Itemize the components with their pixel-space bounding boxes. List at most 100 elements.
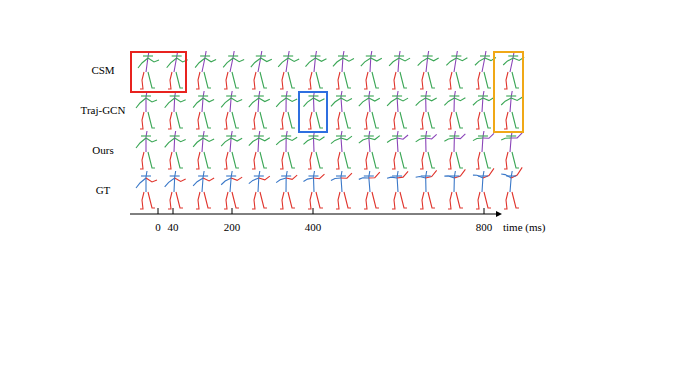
skeleton-bone [484,192,491,208]
skeleton-bone [202,131,204,152]
skeleton-bone [261,58,272,62]
skeleton-bone [503,58,513,65]
skeleton-bone [310,55,320,56]
skeleton-bone [202,91,204,112]
pose-skeleton [444,169,465,209]
skeleton-bone [426,131,427,152]
skeleton-bone [313,171,314,192]
pose-skeleton [359,131,380,169]
skeleton-bone [359,178,369,180]
skeleton-bone [176,112,183,128]
skeleton-bone [303,178,313,182]
skeleton-bone [286,51,289,72]
pose-skeleton [444,131,465,169]
skeleton-bone [449,175,459,176]
skeleton-bone [175,138,186,142]
skeleton-bone [198,175,208,176]
skeleton-bone [172,55,182,56]
skeleton-bone [258,91,260,112]
skeleton-bone [203,178,214,181]
pose-skeleton [223,51,244,89]
skeleton-bone [288,192,295,208]
skeleton-bone [288,58,299,61]
skeleton-bone [148,72,155,88]
pose-skeleton [221,131,242,169]
skeleton-bone [426,170,437,178]
skeleton-bone [196,112,200,129]
skeleton-bone [448,72,452,89]
skeleton-bone [281,175,291,176]
pose-skeleton [303,171,324,209]
skeleton-bone [205,58,216,62]
skeleton-bone [313,137,324,140]
highlight-box [131,52,186,92]
skeleton-bone [426,98,437,101]
pose-skeleton [501,131,522,169]
skeleton-bone [484,152,491,168]
pose-skeleton [136,171,157,209]
pose-skeleton [136,131,157,169]
skeleton-bone [193,98,203,108]
skeleton-bone [204,152,211,168]
skeleton-bone [397,171,398,192]
skeleton-bone [476,112,480,129]
skeleton-bone [428,192,435,208]
skeleton-bone [372,72,379,88]
skeleton-bone [484,72,491,88]
skeleton-bone [476,72,480,89]
skeleton-bone [140,192,144,209]
skeleton-bone [478,135,488,136]
skeleton-bone [176,152,183,168]
pose-skeleton [165,171,186,209]
skeleton-bone [233,58,244,62]
skeleton-bone [165,98,175,108]
skeleton-bone [504,192,508,209]
skeleton-bone [203,138,214,141]
skeleton-bone [454,169,465,178]
skeleton-bone [506,175,516,176]
skeleton-bone [232,192,239,208]
skeleton-bone [428,112,435,128]
skeleton-bone [249,138,259,146]
skeleton-bone [336,95,346,96]
pose-skeleton [136,91,157,129]
skeleton-bone [473,98,483,105]
skeleton-bone [258,171,260,192]
skeleton-bone [280,192,284,209]
skeleton-bone [420,112,424,129]
skeleton-bone [342,51,344,72]
skeleton-bone [308,135,318,136]
skeleton-bone [316,72,323,88]
skeleton-bone [456,192,463,208]
skeleton-bone [372,192,379,208]
skeleton-bone [148,192,155,208]
pose-skeleton [475,51,496,89]
skeleton-bone [369,171,370,192]
skeleton-bone [361,58,371,66]
skeleton-bone [397,98,408,101]
axis-arrowhead [496,211,502,217]
skeleton-bone [510,131,512,152]
skeleton-bone [224,112,228,129]
highlight-box [299,92,327,132]
skeleton-bone [512,112,519,128]
skeleton-bone [400,112,407,128]
skeleton-bone [198,135,208,136]
skeleton-bone [146,171,147,192]
skeleton-bone [231,138,242,141]
skeleton-bone [400,72,407,88]
skeleton-bone [136,98,146,108]
skeleton-bone [511,133,522,138]
skeleton-bone [444,98,454,105]
skeleton-bone [341,171,342,192]
skeleton-bone [421,135,431,136]
skeleton-bone [252,72,256,89]
skeleton-bone [426,134,437,138]
skeleton-bone [281,95,291,96]
skeleton-bone [428,58,439,61]
skeleton-bone [454,98,465,101]
skeleton-bone [336,112,340,129]
skeleton-bone [418,58,428,66]
skeleton-bone [202,171,204,192]
